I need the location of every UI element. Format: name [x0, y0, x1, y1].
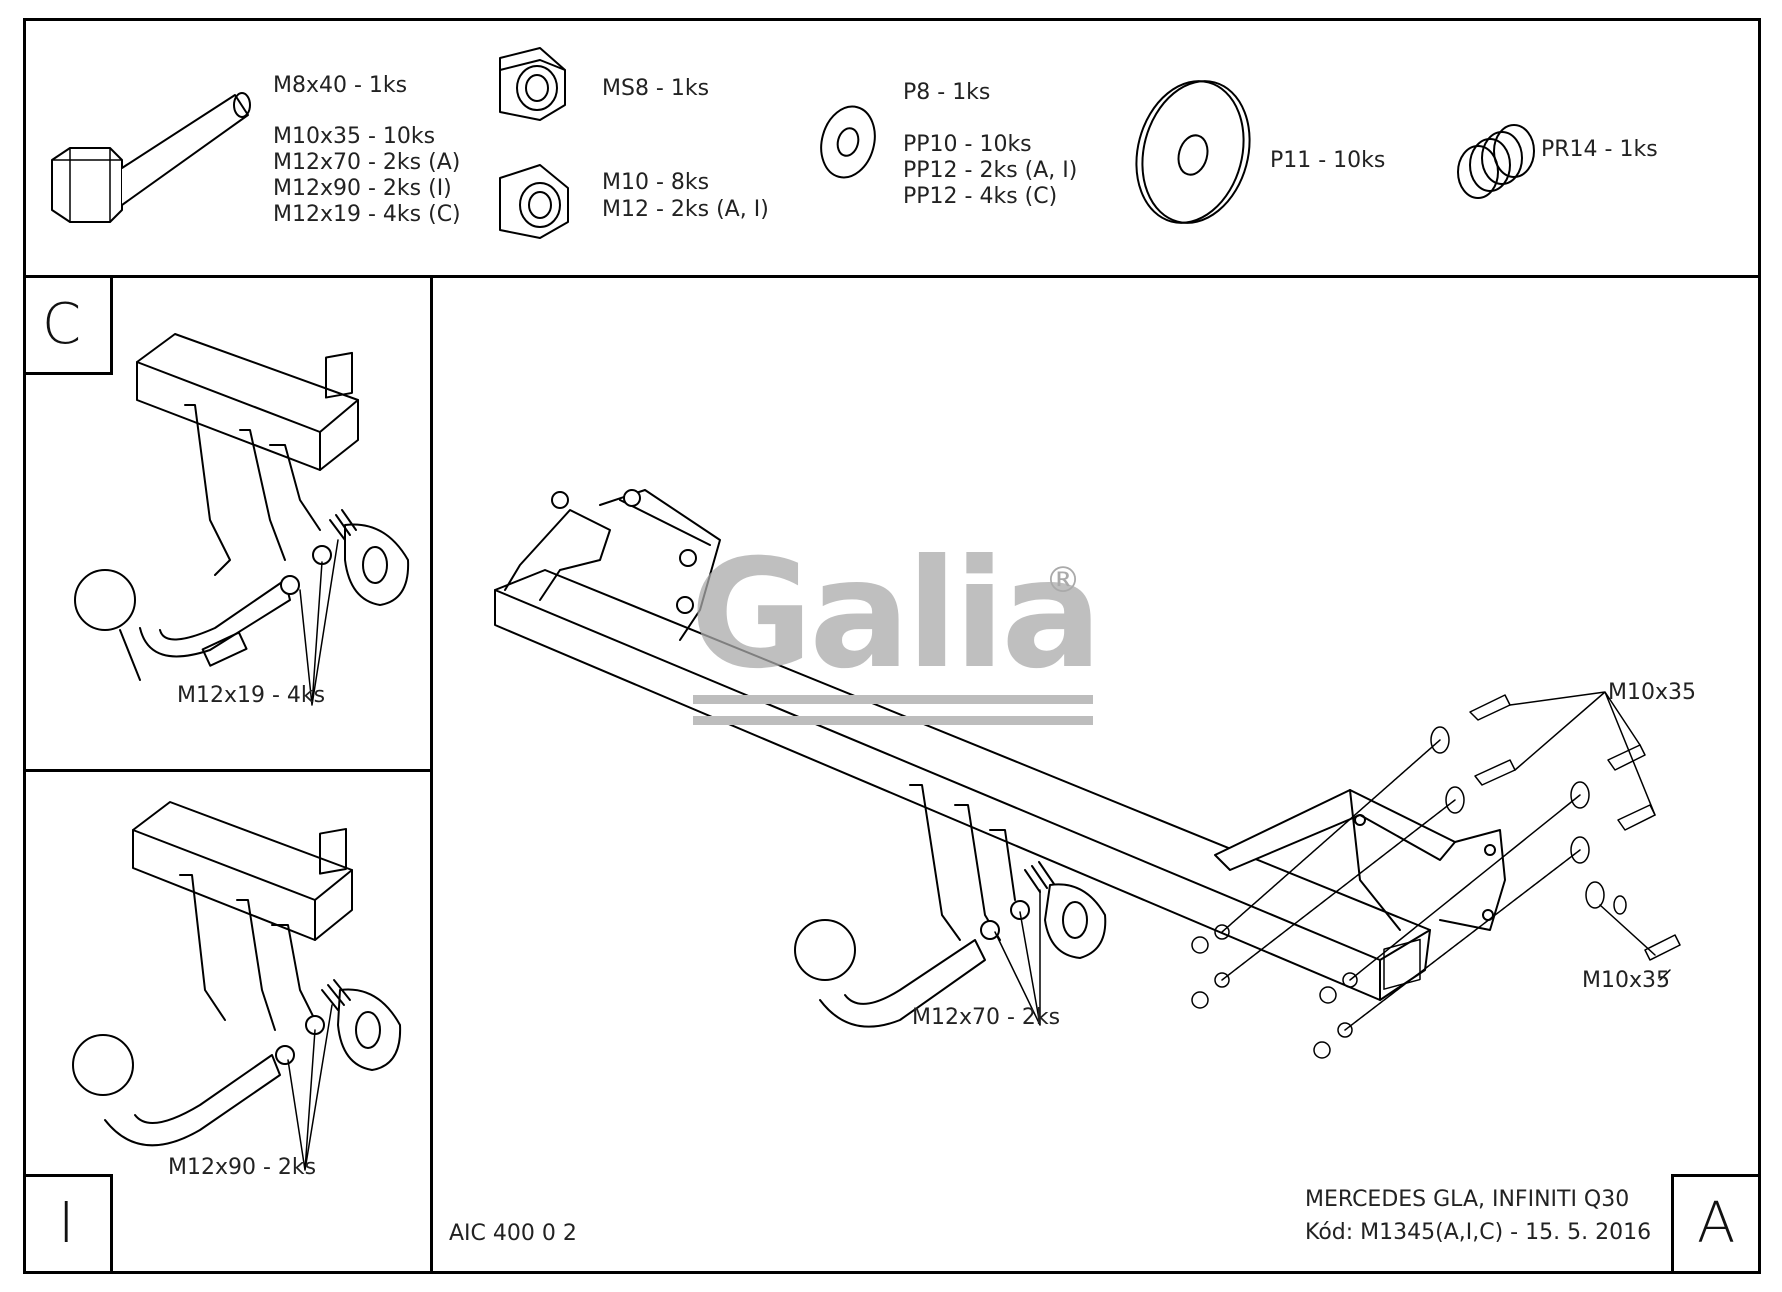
variant-i-letter-box — [23, 1174, 113, 1274]
variant-i-letter: I — [58, 1191, 75, 1256]
hex-bolt-icon — [51, 92, 251, 223]
galia-logo-text: Galia — [690, 528, 1102, 702]
large-washer-icon — [1135, 80, 1251, 224]
variant-a-callout: M12x70 - 2ks — [912, 1005, 1061, 1030]
code-date-line: Kód: M1345(A,I,C) - 15. 5. 2016 — [1305, 1220, 1652, 1245]
lock-nut-icon — [499, 47, 566, 121]
variant-a-bolt-callout-top: M10x35 — [1608, 680, 1696, 705]
variant-c-drawing — [74, 333, 410, 706]
bolt-label-m12x70: M12x70 - 2ks (A) — [273, 150, 461, 175]
variant-c-letter: C — [42, 292, 82, 357]
variant-i-drawing — [72, 801, 402, 1171]
nut-label-ms8: MS8 - 1ks — [602, 76, 710, 101]
variant-a-letter-box — [1671, 1174, 1761, 1274]
bolt-label-m10x35: M10x35 - 10ks — [273, 124, 436, 149]
galia-logo — [693, 695, 1093, 725]
bolt-label-m12x19: M12x19 - 4ks (C) — [273, 202, 461, 227]
bolt-label-m12x90: M12x90 - 2ks (I) — [273, 176, 452, 201]
variant-c-callout: M12x19 - 4ks — [177, 683, 326, 708]
washer-label-p11: P11 - 10ks — [1270, 148, 1386, 173]
doc-code: AIC 400 0 2 — [449, 1221, 577, 1246]
variant-a-drawing — [494, 489, 1681, 1059]
hex-nut-icon — [499, 164, 569, 239]
galia-registered-mark: ® — [1045, 560, 1081, 601]
washer-label-pp12-c: PP12 - 4ks (C) — [903, 184, 1058, 209]
washer-label-pp12-ai: PP12 - 2ks (A, I) — [903, 158, 1078, 183]
variant-a-panel — [430, 275, 1761, 1274]
washer-label-p8: P8 - 1ks — [903, 80, 991, 105]
variant-i-callout: M12x90 - 2ks — [168, 1155, 317, 1180]
spring-washer-icon — [1457, 124, 1535, 199]
variant-c-letter-box — [23, 275, 113, 375]
vehicle-name: MERCEDES GLA, INFINITI Q30 — [1305, 1187, 1630, 1212]
spring-label-pr14: PR14 - 1ks — [1541, 137, 1658, 162]
nut-label-m12: M12 - 2ks (A, I) — [602, 197, 769, 222]
nut-label-m10: M10 - 8ks — [602, 170, 710, 195]
variant-a-bolt-callout-bottom: M10x35 — [1582, 968, 1670, 993]
variant-a-letter: A — [1697, 1191, 1736, 1256]
bolt-label-m8x40: M8x40 - 1ks — [273, 73, 408, 98]
washer-label-pp10: PP10 - 10ks — [903, 132, 1032, 157]
small-washer-icon — [820, 105, 876, 179]
